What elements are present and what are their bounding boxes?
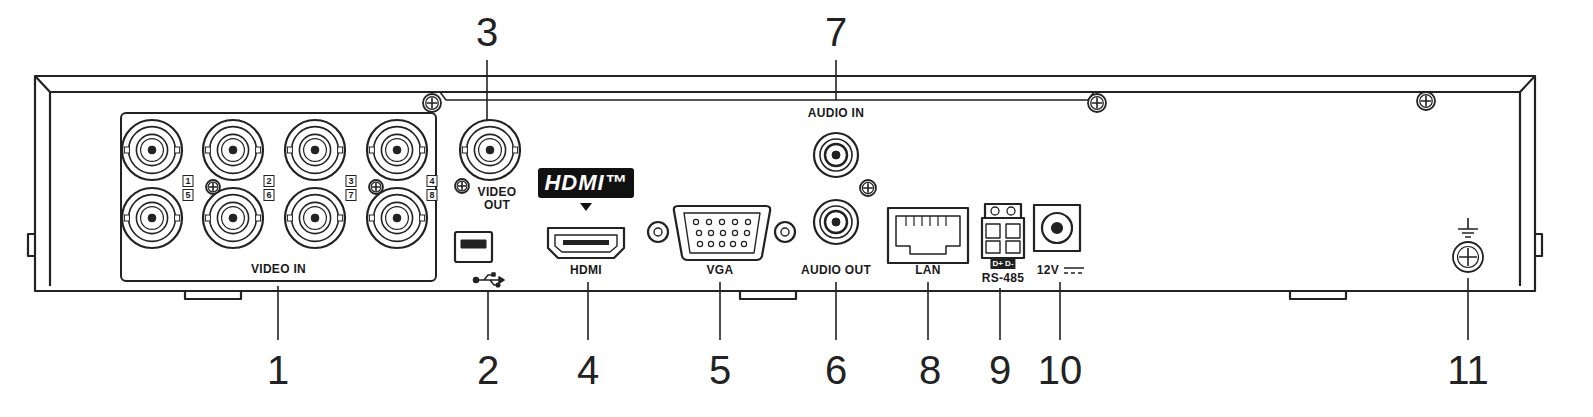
bnc-connector (203, 120, 263, 180)
bnc-connector (285, 120, 345, 180)
port-label: LAN (915, 264, 941, 277)
callout-number: 5 (709, 348, 731, 392)
bnc-connector (367, 120, 427, 180)
bnc-connector (285, 188, 345, 248)
terminal-socket (1006, 241, 1020, 253)
vga-nut (654, 228, 662, 236)
vga-nut (781, 228, 789, 236)
usb-port (461, 240, 486, 248)
port-label: RS-485 (982, 272, 1025, 285)
terminal-socket (1006, 224, 1020, 238)
hdmi-logo: HDMI™ (538, 168, 634, 198)
callout-number: 1 (267, 348, 289, 392)
callout-number: 11 (1447, 348, 1489, 392)
hdmi-port (548, 228, 624, 258)
rca-connector (814, 200, 858, 244)
channel-number: 2 (263, 175, 274, 187)
port-label: 12V (1037, 264, 1059, 277)
port-label: VIDEO IN (122, 262, 435, 276)
vga-nut (648, 222, 668, 242)
callout-number: 9 (989, 348, 1011, 392)
pin-label: D+ D- (990, 259, 1015, 269)
screw (423, 94, 441, 112)
channel-number: 1 (182, 175, 193, 187)
port-label: VGA (707, 264, 734, 277)
callout-number: 4 (577, 348, 599, 392)
terminal-socket (986, 224, 1000, 238)
dc-symbol (1064, 272, 1084, 274)
screw (455, 179, 469, 193)
video-in-panel: VIDEO IN (120, 112, 437, 282)
vga-nut (775, 222, 795, 242)
bnc-connector (203, 188, 263, 248)
terminal-screw (991, 207, 999, 215)
port-label: AUDIO OUT (801, 264, 871, 277)
lan-port (888, 208, 968, 263)
terminal-screw (1007, 207, 1015, 215)
port-label: HDMI (570, 264, 602, 277)
screw (206, 180, 220, 194)
channel-number: 4 (426, 175, 437, 187)
callout-number: 7 (825, 10, 847, 54)
callout-number: 6 (825, 348, 847, 392)
callout-number: 8 (919, 348, 941, 392)
bnc-connector (122, 188, 182, 248)
channel-number: 7 (345, 189, 356, 201)
terminal-socket (986, 241, 1000, 253)
screw (1453, 242, 1483, 272)
bnc-connector (367, 188, 427, 248)
bnc-connector (460, 120, 520, 180)
vga-port (684, 213, 760, 253)
lan-port (896, 216, 960, 254)
screw (1088, 94, 1106, 112)
ground-symbol (1458, 218, 1478, 237)
bnc-connector (122, 120, 182, 180)
usb-symbol (474, 273, 505, 287)
terminal-block (985, 204, 1021, 218)
chassis (35, 76, 1535, 291)
screw (1417, 92, 1435, 110)
terminal-block (982, 218, 1024, 258)
port-label: VIDEO OUT (474, 186, 520, 212)
callout-number: 3 (476, 10, 498, 54)
chassis-edge (50, 92, 1520, 286)
screw (369, 180, 383, 194)
hdmi-port (555, 235, 617, 252)
power-jack (1042, 213, 1072, 243)
vga-port (674, 206, 770, 260)
channel-number: 8 (426, 189, 437, 201)
callout-number: 10 (1038, 348, 1083, 392)
power-jack (1052, 223, 1062, 233)
chassis-edge (35, 76, 1535, 92)
hdmi-port (563, 240, 609, 245)
rca-connector (814, 133, 858, 177)
channel-number: 3 (345, 175, 356, 187)
screw (860, 180, 876, 196)
lan-contacts (906, 216, 946, 226)
usb-port (455, 232, 492, 262)
vga-pins (693, 219, 750, 246)
port-label: AUDIO IN (808, 107, 864, 120)
channel-number: 6 (263, 189, 274, 201)
leader-lines (278, 60, 1468, 340)
channel-number: 5 (182, 189, 193, 201)
callout-number: 2 (477, 348, 499, 392)
chassis-edge (440, 92, 1094, 100)
logo-text: HDMI™ (544, 170, 628, 196)
power-jack (1034, 205, 1080, 251)
hdmi-arrow (580, 203, 592, 211)
dc-symbol (1064, 267, 1084, 269)
